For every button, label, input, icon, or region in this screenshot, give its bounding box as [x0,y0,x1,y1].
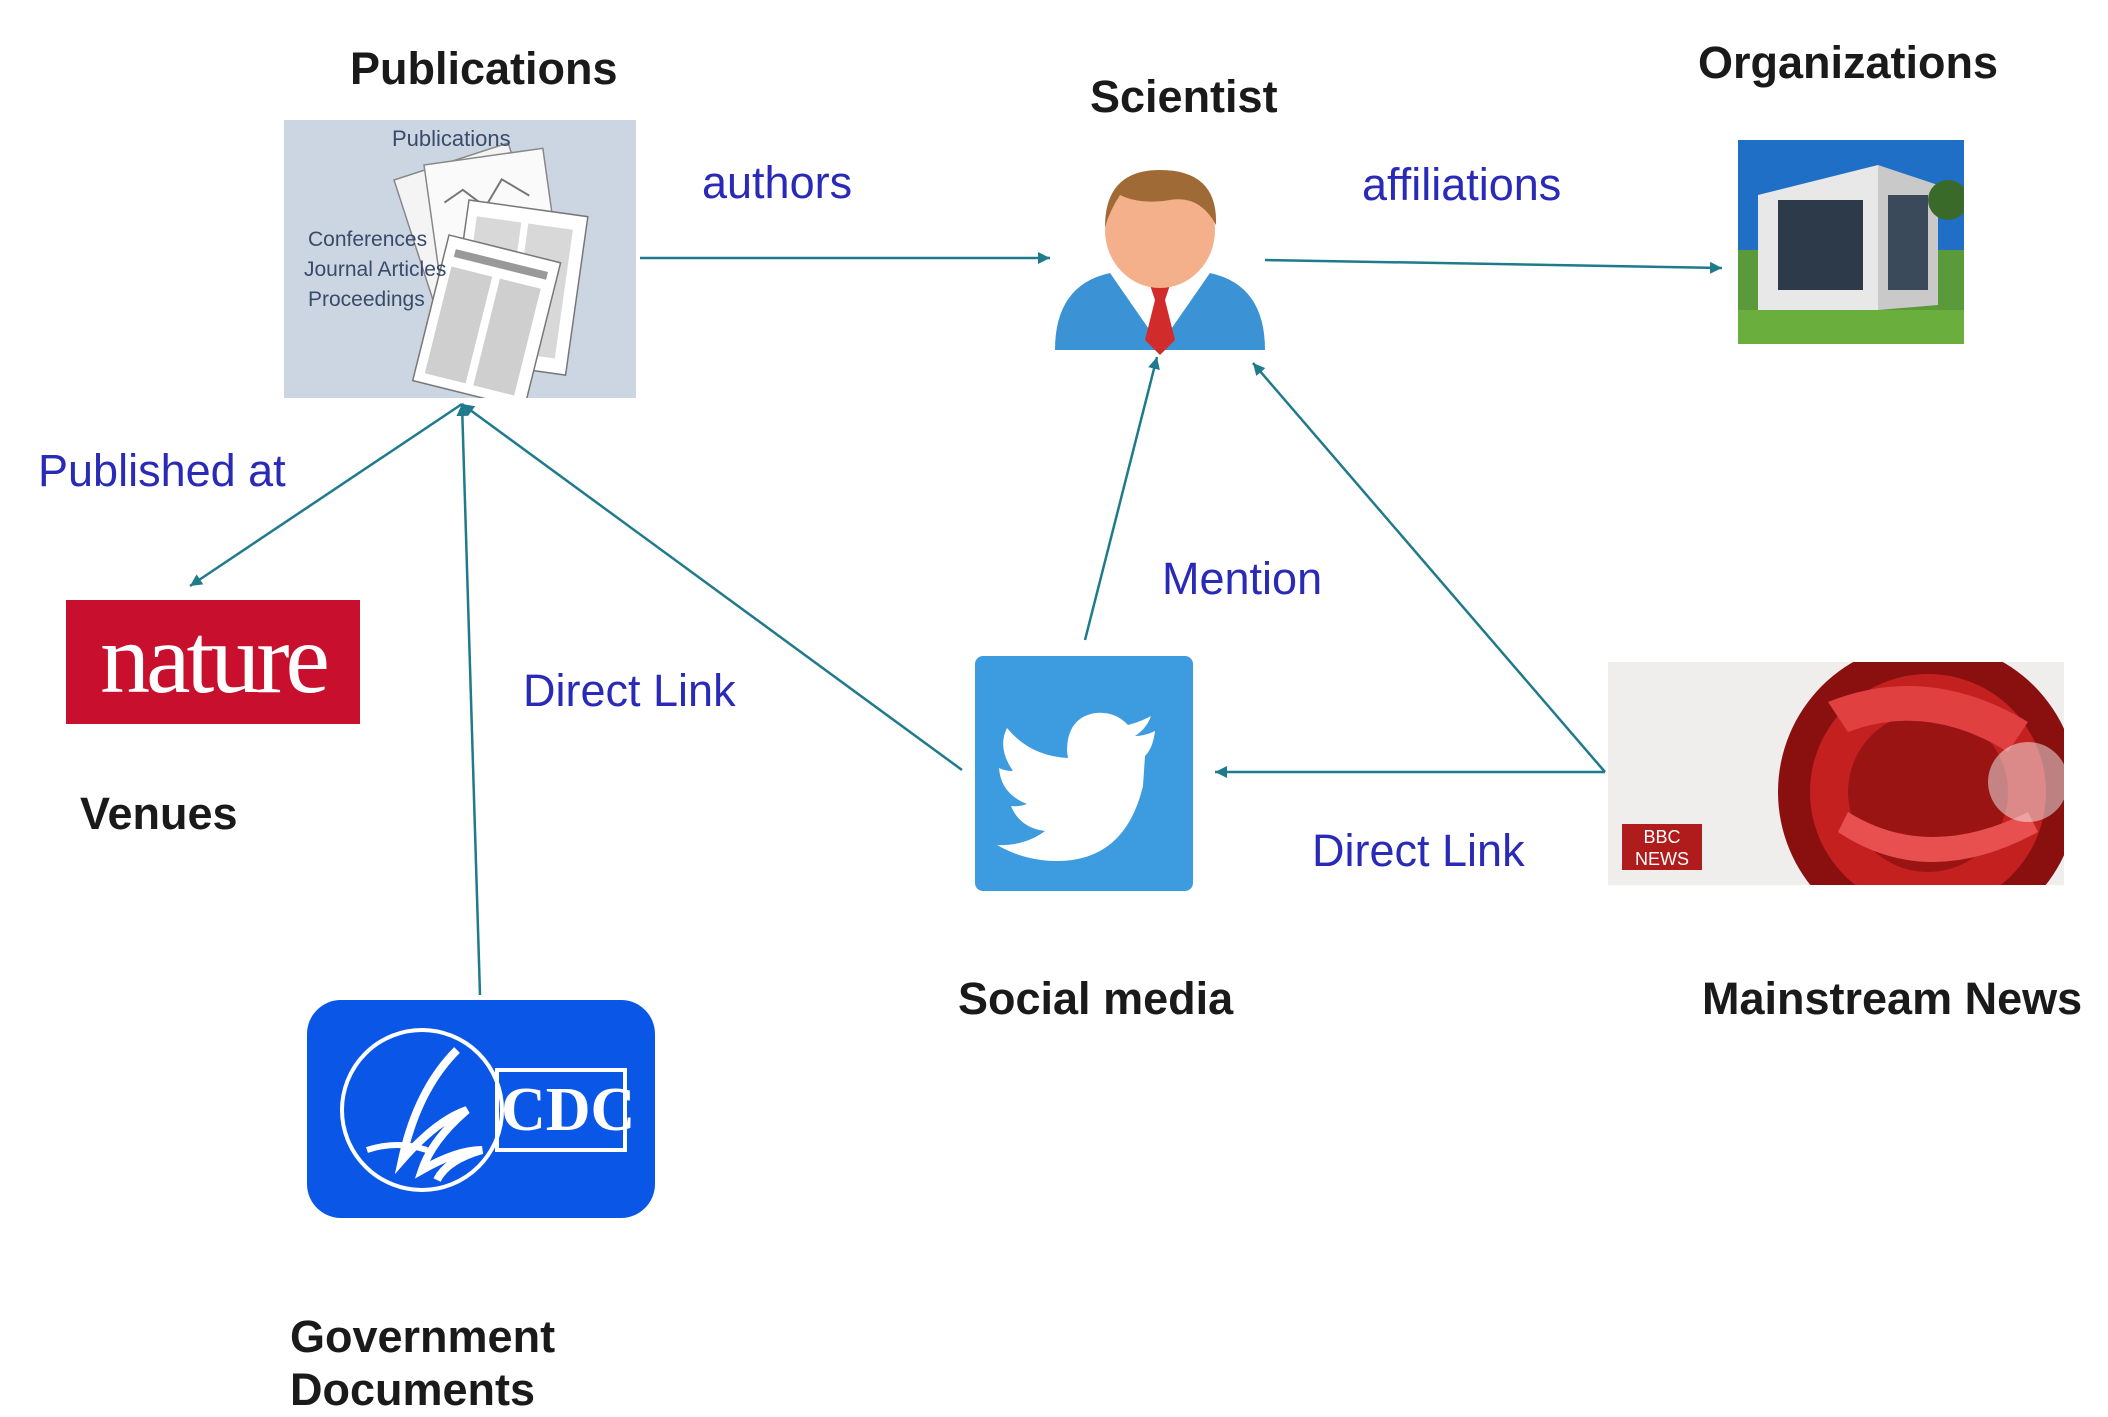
publications-image-line-conferences: Conferences [308,228,428,251]
cdc-logo: CDC [307,1000,655,1218]
direct-link-news-label: Direct Link [1312,825,1525,876]
nature-logo: nature [66,600,360,724]
edge-government-to-publications [456,403,482,996]
cdc-logo-text: CDC [501,1076,636,1144]
edge-news-to-scientist [1252,362,1606,773]
document-stack-icon [284,120,636,398]
authors-label: authors [702,157,853,208]
person-icon [1055,170,1265,355]
edge-published-at [189,402,463,588]
publications-image-header: Publications [392,126,511,151]
mention-label: Mention [1162,553,1323,604]
nature-logo-text: nature [100,603,330,714]
edge-direct-link-social [461,402,963,772]
venues-title: Venues [80,788,238,839]
published-at-label: Published at [38,445,286,496]
building-icon [1738,140,1964,344]
mainstream-news-title: Mainstream News [1702,973,2083,1024]
twitter-logo [975,656,1193,891]
direct-link-social-label: Direct Link [523,665,736,716]
bbc-news-badge: BBC NEWS [1622,824,1702,870]
twitter-bird-icon [997,712,1155,861]
bbc-news-image: BBC NEWS [1608,662,2064,885]
edge-mention [1083,356,1160,641]
edge-affiliations [1264,258,1723,274]
government-title-line1: Government [290,1311,556,1362]
affiliations-label: affiliations [1362,159,1562,210]
scientist-title: Scientist [1090,71,1278,122]
globe-icon [1608,662,2064,885]
publications-title: Publications [350,43,618,94]
publications-image-line-journal: Journal Articles [304,258,447,281]
social-media-title: Social media [958,973,1234,1024]
publications-image: Publications Conferences Journal Article… [284,120,636,398]
publications-image-line-proceedings: Proceedings [308,288,425,311]
cdc-logo-icon [340,1028,627,1192]
organizations-title: Organizations [1698,37,1999,88]
government-title-line2: Documents [290,1364,536,1415]
